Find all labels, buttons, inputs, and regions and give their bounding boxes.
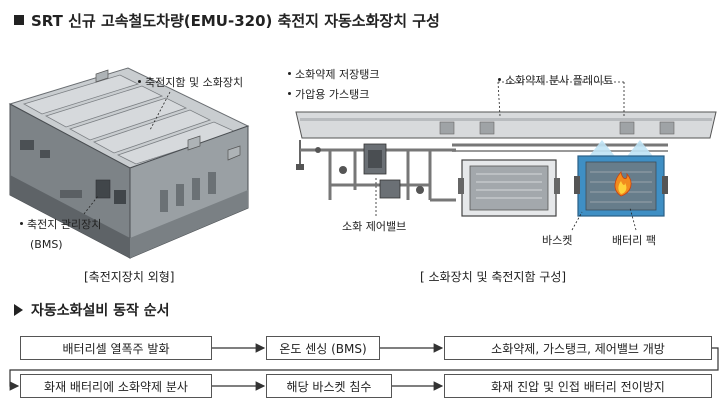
dot-icon: [138, 80, 141, 83]
step-4: 화재 배터리에 소화약제 분사: [20, 374, 212, 398]
arrow-3-4: [9, 347, 719, 391]
step-3: 소화약제, 가스탱크, 제어밸브 개방: [444, 336, 712, 360]
dot-icon: [288, 72, 291, 75]
step-2: 온도 센싱 (BMS): [266, 336, 380, 360]
step-6: 화재 진압 및 인접 배터리 전이방지: [444, 374, 712, 398]
label-bms-abbrev: (BMS): [30, 238, 63, 251]
label-battery-pack: 배터리 팩: [612, 234, 656, 247]
triangle-bullet-icon: [14, 304, 23, 316]
label-bms: 축전지 관리장치: [20, 216, 101, 232]
flow-arrows: [9, 343, 719, 391]
dot-icon: [498, 78, 501, 81]
page-title: SRT 신규 고속철도차량(EMU-320) 축전지 자동소화장치 구성: [14, 10, 440, 31]
label-basket: 바스켓: [542, 234, 573, 247]
dot-icon: [288, 92, 291, 95]
step-1: 배터리셀 열폭주 발화: [20, 336, 212, 360]
battery-box-render: [8, 67, 250, 259]
illustrations: [8, 67, 717, 259]
extinguisher-schematic: [295, 111, 717, 217]
step-5: 해당 바스켓 침수: [266, 374, 392, 398]
label-battery-box: 축전지함 및 소화장치: [138, 74, 243, 90]
label-agent-tank: 소화약제 저장탱크: [288, 66, 379, 82]
square-bullet-icon: [14, 15, 24, 25]
sequence-heading: 자동소화설비 동작 순서: [14, 300, 170, 320]
label-spray-plate: 소화약제 분사 플레이트: [498, 72, 613, 88]
dot-icon: [20, 222, 23, 225]
caption-left: [축전지장치 외형]: [84, 270, 175, 284]
caption-right: [ 소화장치 및 축전지함 구성]: [420, 270, 567, 284]
label-gas-tank: 가압용 가스탱크: [288, 86, 369, 102]
label-control-valve: 소화 제어밸브: [342, 220, 407, 233]
